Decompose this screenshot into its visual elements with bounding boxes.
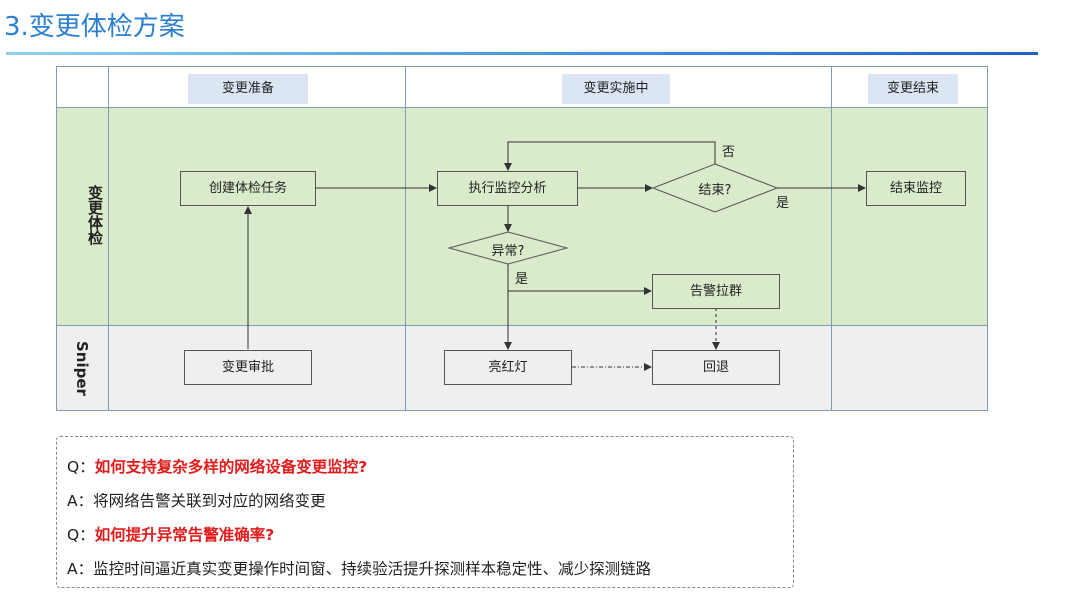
qa-prefix: A： bbox=[67, 560, 94, 578]
node-end-monitor: 结束监控 bbox=[866, 171, 966, 206]
column-header-prepare: 变更准备 bbox=[188, 74, 308, 104]
column-header-finish: 变更结束 bbox=[868, 74, 958, 104]
node-end-question: 结束? bbox=[698, 183, 732, 198]
node-red-light: 亮红灯 bbox=[444, 350, 572, 385]
lane-check-band bbox=[56, 107, 988, 325]
node-abnormal-question: 异常? bbox=[491, 244, 525, 259]
qa-answer-text: 将网络告警关联到对应的网络变更 bbox=[93, 492, 326, 510]
qa-prefix: Q： bbox=[67, 458, 95, 476]
edge-label-no: 否 bbox=[722, 145, 736, 160]
decision-end-shape bbox=[651, 163, 779, 213]
node-change-approval: 变更审批 bbox=[184, 350, 312, 385]
lane-label-sniper: Sniper bbox=[73, 340, 91, 396]
node-rollback: 回退 bbox=[652, 350, 780, 385]
qa-prefix: Q： bbox=[67, 526, 95, 544]
qa-answer-text: 监控时间逼近真实变更操作时间窗、持续验活提升探测样本稳定性、减少探测链路 bbox=[93, 560, 652, 578]
column-divider-1 bbox=[405, 66, 406, 411]
qa-prefix: A： bbox=[67, 492, 94, 510]
qa-question-text: 如何提升异常告警准确率? bbox=[94, 526, 275, 544]
qa-line-1: Q：如何支持复杂多样的网络设备变更监控? bbox=[67, 455, 367, 477]
qa-line-2: A：将网络告警关联到对应的网络变更 bbox=[67, 489, 326, 511]
qa-line-4: A：监控时间逼近真实变更操作时间窗、持续验活提升探测样本稳定性、减少探测链路 bbox=[67, 557, 651, 579]
column-header-implementing: 变更实施中 bbox=[562, 74, 670, 104]
node-exec-analysis: 执行监控分析 bbox=[437, 171, 578, 206]
qa-question-text: 如何支持复杂多样的网络设备变更监控? bbox=[94, 458, 368, 476]
edge-label-yes-abnormal: 是 bbox=[515, 272, 529, 287]
node-alert-group: 告警拉群 bbox=[652, 274, 780, 309]
node-create-task: 创建体检任务 bbox=[180, 171, 316, 206]
qa-line-3: Q：如何提升异常告警准确率? bbox=[67, 523, 274, 545]
edge-label-yes-end: 是 bbox=[776, 196, 790, 211]
lane-label-divider bbox=[108, 66, 109, 411]
lane-label-check: 变更体检 bbox=[86, 185, 104, 245]
column-divider-2 bbox=[831, 66, 832, 411]
page-title: 3.变更体检方案 bbox=[4, 12, 185, 42]
qa-box: Q：如何支持复杂多样的网络设备变更监控? A：将网络告警关联到对应的网络变更 Q… bbox=[56, 436, 794, 588]
title-underline bbox=[6, 52, 1038, 55]
